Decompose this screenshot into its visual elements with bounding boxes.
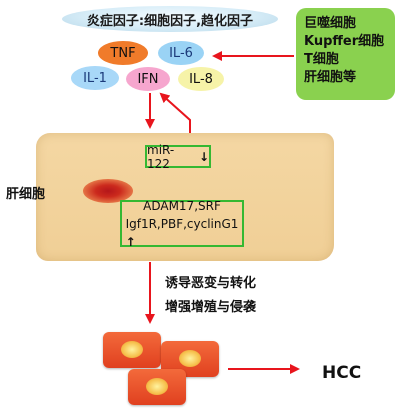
liver-cell-label: 肝细胞 bbox=[6, 187, 46, 202]
cytokine-tnf: TNF bbox=[98, 41, 148, 65]
source-cell-line: T细胞 bbox=[304, 52, 339, 67]
effect-line2: 增强增殖与侵袭 bbox=[165, 300, 257, 315]
mirna-box: miR-122 ↓ bbox=[145, 142, 211, 171]
source-cell-line: Kupffer细胞 bbox=[304, 34, 385, 49]
liver-cell-nucleus bbox=[83, 179, 133, 203]
outcome-hcc: HCC bbox=[322, 363, 362, 383]
mirna-trend: ↓ bbox=[198, 149, 209, 164]
targets-line1: ADAM17,SRF bbox=[143, 198, 221, 213]
cytokine-header: 炎症因子:细胞因子,趋化因子 bbox=[62, 6, 278, 32]
tumor-cell-nucleus bbox=[179, 350, 201, 367]
targets-line2: Igf1R,PBF,cyclinG1 bbox=[125, 216, 239, 231]
cytokine-ifn: IFN bbox=[126, 67, 170, 91]
effect-line1: 诱导恶变与转化 bbox=[165, 276, 257, 291]
cytokine-il1: IL-1 bbox=[71, 66, 119, 90]
targets-trend: ↑ bbox=[125, 234, 136, 249]
targets-line2-row: Igf1R,PBF,cyclinG1 ↑ bbox=[126, 215, 239, 251]
mirna-label: miR-122 bbox=[147, 142, 175, 171]
cytokine-il6: IL-6 bbox=[158, 41, 204, 65]
tumor-cell-nucleus bbox=[146, 378, 168, 395]
source-cell-line: 肝细胞等 bbox=[304, 70, 357, 85]
cytokine-il8: IL-8 bbox=[178, 67, 224, 91]
tumor-cell bbox=[128, 369, 186, 405]
source-cells-box: 巨噬细胞 Kupffer细胞 T细胞 肝细胞等 bbox=[296, 8, 395, 100]
source-cell-line: 巨噬细胞 bbox=[304, 16, 357, 31]
tumor-cell-nucleus bbox=[121, 341, 143, 358]
targets-box: ADAM17,SRF Igf1R,PBF,cyclinG1 ↑ bbox=[120, 198, 244, 249]
tumor-cell bbox=[103, 332, 161, 368]
